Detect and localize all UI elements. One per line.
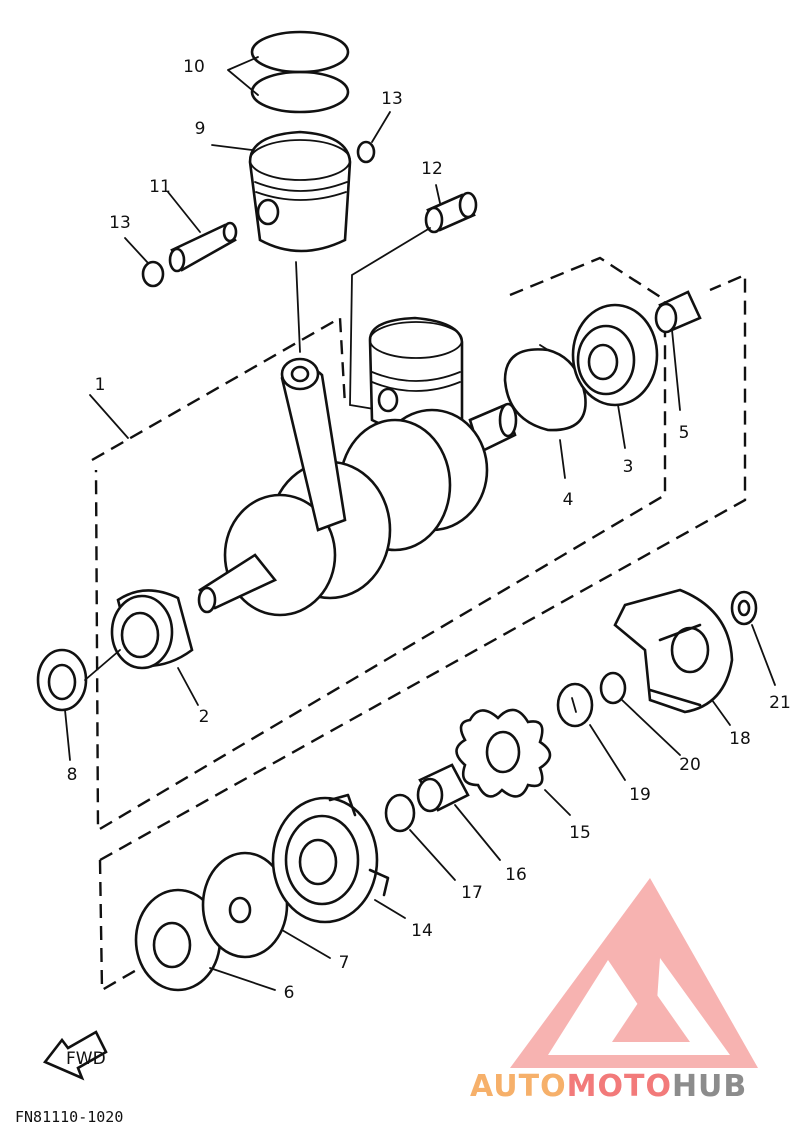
fwd-label: FWD — [66, 1049, 106, 1069]
part-label-10: 10 — [183, 57, 205, 77]
bushing — [416, 763, 501, 861]
crankshaft-assembly — [89, 316, 518, 617]
circlip-right — [356, 111, 391, 164]
part-label-12: 12 — [421, 159, 443, 179]
rubber-damper — [455, 708, 571, 816]
piston — [211, 130, 352, 253]
cap — [556, 682, 626, 781]
figure-code: FN81110-1020 — [15, 1108, 123, 1126]
o-ring — [384, 793, 456, 881]
part-label-20: 20 — [679, 755, 701, 775]
watermark-text: AUTOMOTOHUB — [470, 1069, 747, 1104]
part-label-3: 3 — [623, 457, 634, 477]
washer — [730, 590, 776, 686]
oil-seal-left — [36, 648, 121, 761]
forward-arrow-icon: FWD — [42, 1030, 108, 1081]
o-ring-small — [599, 671, 681, 756]
part-label-17: 17 — [461, 883, 483, 903]
part-label-15: 15 — [569, 823, 591, 843]
needle-bearing — [349, 184, 478, 411]
part-label-14: 14 — [411, 921, 433, 941]
part-label-4: 4 — [563, 490, 574, 510]
leader-line — [295, 261, 301, 353]
part-label-19: 19 — [629, 785, 651, 805]
drive-coupling — [613, 588, 734, 726]
part-label-9: 9 — [195, 119, 206, 139]
part-label-16: 16 — [505, 865, 527, 885]
part-label-6: 6 — [284, 983, 295, 1003]
main-bearing-right — [571, 303, 659, 449]
watermark-part-auto: AUTO — [470, 1069, 567, 1104]
circlip-left — [124, 237, 165, 288]
watermark-part-hub: HUB — [672, 1069, 747, 1104]
piston-pin — [167, 191, 238, 273]
part-label-11: 11 — [149, 177, 171, 197]
part-label-7: 7 — [339, 953, 350, 973]
part-label-18: 18 — [729, 729, 751, 749]
part-label-13: 13 — [381, 89, 403, 109]
part-label-13: 13 — [109, 213, 131, 233]
coupling-housing — [271, 793, 406, 924]
spacer-plate — [201, 851, 331, 959]
part-label-5: 5 — [679, 423, 690, 443]
part-label-1: 1 — [95, 375, 106, 395]
part-label-21: 21 — [769, 693, 791, 713]
part-label-2: 2 — [199, 707, 210, 727]
collar — [654, 290, 702, 411]
watermark-part-moto: MOTO — [567, 1069, 672, 1104]
crankshaft-group-outline — [91, 256, 667, 833]
part-label-8: 8 — [67, 765, 78, 785]
main-bearing-left — [110, 589, 199, 706]
watermark-logo — [510, 878, 758, 1068]
lower-group-outline — [98, 273, 747, 993]
piston-rings — [227, 30, 350, 114]
